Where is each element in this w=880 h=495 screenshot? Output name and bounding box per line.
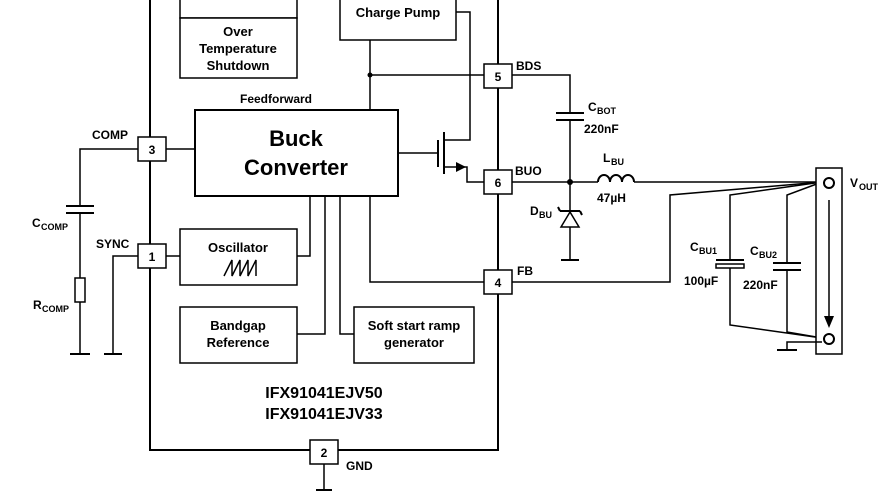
d-bu-diode [557,182,583,261]
svg-text:6: 6 [495,176,502,190]
converter-label: Converter [244,155,348,180]
svg-text:5: 5 [495,70,502,84]
mosfet-symbol [398,132,484,183]
svg-text:C: C [588,100,597,114]
l-bu-label: L BU 47µH [597,151,626,205]
charge-pump-label: Charge Pump [356,5,441,20]
charge-pump-block: Charge Pump [339,0,457,41]
pin-3: 3 COMP [92,128,167,162]
svg-text:2: 2 [321,446,328,460]
over-temperature-block: Over Temperature Shutdown [179,0,298,79]
c-bu2-capacitor [773,262,801,271]
svg-text:BU2: BU2 [759,250,777,260]
pin-4: 4 FB [483,264,533,295]
pin-6: 6 BUO [483,164,542,195]
svg-text:BU1: BU1 [699,246,717,256]
c-bu1-capacitor [715,259,745,269]
soft-start-block: Soft start ramp generator [353,306,475,364]
buck-label: Buck [269,126,324,151]
svg-text:BU: BU [611,157,624,167]
pin-2-name: GND [346,459,373,473]
over-temp-line-3: Shutdown [207,58,270,73]
svg-text:R: R [33,298,42,312]
svg-text:BOT: BOT [597,106,617,116]
arrow-down-icon [824,316,834,328]
svg-text:BU: BU [539,210,552,220]
bandgap-line-2: Reference [207,335,270,350]
r-comp-resistor [74,277,86,303]
svg-text:D: D [530,204,539,218]
pin-5: 5 BDS [483,59,541,89]
l-bu-inductor [597,174,635,183]
v-out-label: V OUT [850,176,879,192]
svg-text:220nF: 220nF [743,278,778,292]
buck-converter-block: Buck Converter [194,109,399,197]
svg-text:47µH: 47µH [597,191,626,205]
svg-text:V: V [850,176,858,190]
bandgap-line-1: Bandgap [210,318,266,333]
pin-3-name: COMP [92,128,128,142]
soft-start-line-2: generator [384,335,444,350]
pin-1-name: SYNC [96,237,130,251]
part-number-1: IFX91041EJV50 [265,385,383,402]
svg-text:COMP: COMP [42,304,69,314]
sawtooth-icon [223,259,257,277]
svg-text:COMP: COMP [41,222,68,232]
svg-text:L: L [603,151,610,165]
svg-text:C: C [750,244,759,258]
c-bot-label: C BOT 220nF [584,100,619,136]
svg-text:C: C [32,216,41,230]
pin-2: 2 GND [309,439,373,473]
svg-text:OUT: OUT [859,182,879,192]
c-bu2-label: C BU2 220nF [743,244,778,292]
svg-text:220nF: 220nF [584,122,619,136]
pin-5-name: BDS [516,59,541,73]
feedforward-label: Feedforward [240,92,312,106]
pin-1: 1 SYNC [96,237,167,269]
soft-start-line-1: Soft start ramp [368,318,461,333]
c-bot-capacitor [556,112,584,121]
svg-text:1: 1 [149,250,156,264]
c-bu1-label: C BU1 100µF [684,240,718,288]
output-connector [815,167,843,355]
svg-text:C: C [690,240,699,254]
d-bu-label: D BU [530,204,552,220]
svg-text:100µF: 100µF [684,274,718,288]
c-comp-capacitor [66,205,94,214]
part-number-2: IFX91041EJV33 [265,406,383,423]
svg-text:3: 3 [149,143,156,157]
bandgap-block: Bandgap Reference [179,306,298,364]
oscillator-block: Oscillator [179,228,298,286]
over-temp-line-1: Over [223,24,253,39]
oscillator-label: Oscillator [208,240,268,255]
over-temp-line-2: Temperature [199,41,277,56]
pin-6-name: BUO [515,164,542,178]
svg-text:4: 4 [495,276,502,290]
pin-4-name: FB [517,264,533,278]
r-comp-label: R COMP [33,298,69,314]
c-comp-label: C COMP [32,216,68,232]
